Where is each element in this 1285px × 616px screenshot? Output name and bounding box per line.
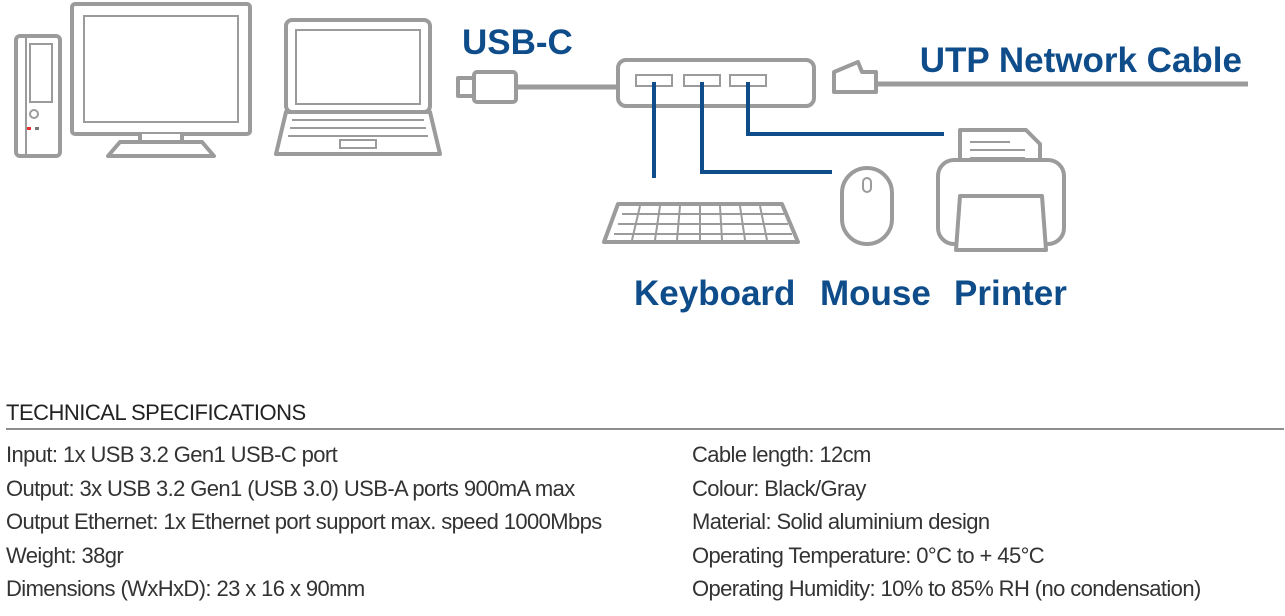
usb-hub-icon <box>616 58 816 108</box>
technical-specifications: TECHNICAL SPECIFICATIONS Input: 1x USB 3… <box>6 396 1284 601</box>
usb-connection-lines <box>652 82 944 178</box>
specs-title: TECHNICAL SPECIFICATIONS <box>6 396 1284 430</box>
connection-diagram: USB-C UTP Network Cable Keyboard Mouse P… <box>14 2 1248 313</box>
usb-c-plug-icon <box>456 70 618 104</box>
spec-item: Dimensions (WxHxD): 23 x 16 x 90mm <box>6 576 365 601</box>
monitor-icon <box>70 2 252 158</box>
desktop-tower-icon <box>14 34 62 158</box>
spec-item: Input: 1x USB 3.2 Gen1 USB-C port <box>6 442 338 467</box>
spec-item: Operating Humidity: 10% to 85% RH (no co… <box>692 576 1201 601</box>
mouse-icon <box>840 166 894 246</box>
keyboard-label: Keyboard <box>634 274 795 313</box>
mouse-label: Mouse <box>820 274 931 313</box>
spec-item: Operating Temperature: 0°C to + 45°C <box>692 542 1045 568</box>
laptop-icon <box>274 18 442 156</box>
spec-item: Weight: 38gr <box>6 542 124 568</box>
spec-item: Colour: Black/Gray <box>692 475 866 501</box>
printer-label: Printer <box>954 274 1067 313</box>
utp-cable-label: UTP Network Cable <box>920 41 1242 80</box>
specs-right-column: Cable length: 12cm Colour: Black/Gray Ma… <box>692 438 1201 606</box>
spec-item: Cable length: 12cm <box>692 442 871 467</box>
rj45-plug-icon <box>832 60 1248 94</box>
spec-item: Output Ethernet: 1x Ethernet port suppor… <box>6 509 602 534</box>
keyboard-icon <box>602 202 800 244</box>
printer-icon <box>936 128 1066 252</box>
usbc-label: USB-C <box>462 23 573 62</box>
spec-item: Output: 3x USB 3.2 Gen1 (USB 3.0) USB-A … <box>6 475 575 501</box>
spec-item: Material: Solid aluminium design <box>692 509 990 534</box>
specs-left-column: Input: 1x USB 3.2 Gen1 USB-C port Output… <box>6 438 602 606</box>
